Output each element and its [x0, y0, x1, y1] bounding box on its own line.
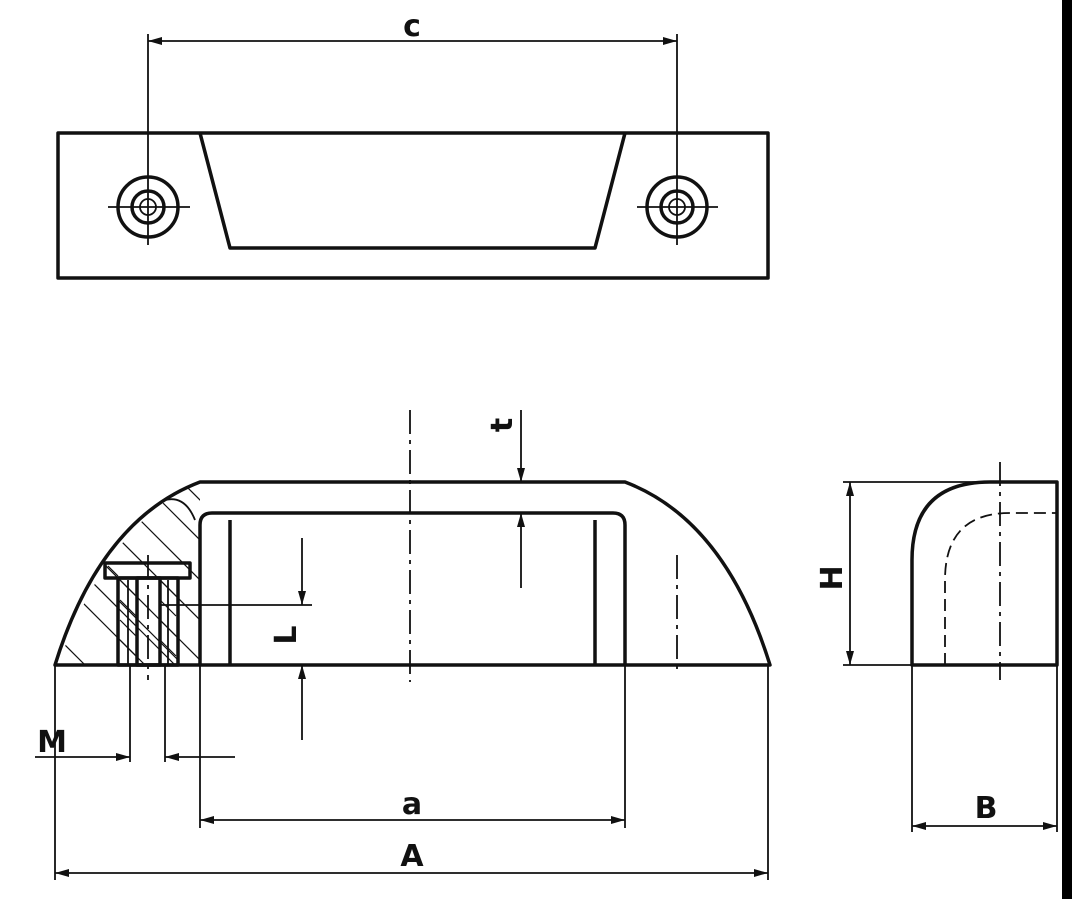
label-M: M	[37, 725, 67, 760]
dimension-B: B	[911, 665, 1058, 832]
front-view: t L M a A	[35, 410, 772, 880]
label-B: B	[975, 791, 998, 826]
label-A: A	[400, 839, 424, 874]
grip-opening	[198, 511, 627, 665]
grip-recess	[198, 132, 627, 250]
dimension-A: A	[54, 665, 769, 880]
dimension-M: M	[35, 665, 235, 762]
handle-outline-front	[53, 480, 772, 667]
top-view: c	[56, 9, 770, 280]
dimension-c: c	[147, 9, 678, 245]
label-H: H	[815, 565, 850, 590]
side-view: H B	[815, 462, 1059, 832]
handle-outline-top	[56, 131, 770, 280]
hidden-line	[944, 512, 1057, 665]
label-t: t	[485, 418, 520, 432]
right-edge-border	[1062, 0, 1072, 899]
label-c: c	[403, 9, 421, 44]
dimension-H: H	[815, 481, 990, 666]
handle-outline-side	[910, 480, 1059, 667]
dimension-a: a	[199, 665, 626, 828]
dimension-L: L	[160, 538, 312, 740]
label-a: a	[402, 787, 422, 822]
label-L: L	[269, 625, 304, 644]
section-hatching	[58, 482, 200, 665]
mounting-hole-left	[108, 175, 190, 239]
dimension-t: t	[485, 410, 525, 588]
